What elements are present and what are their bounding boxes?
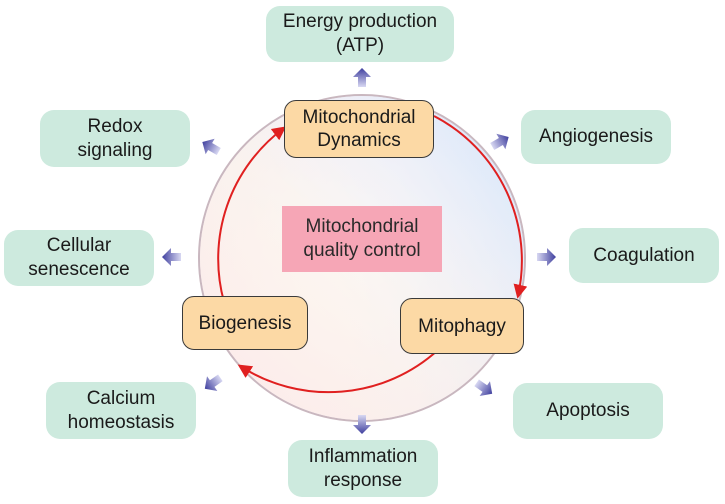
outcome-cellular-senescence: Cellular senescence (4, 230, 154, 286)
outcome-coagulation-label: Coagulation (593, 244, 695, 266)
cycle-arrow-mitophagy-to-biogenesis (237, 349, 439, 394)
outward-arrow-coagulation (537, 248, 556, 266)
outcome-senescence-line1: Cellular (46, 235, 112, 256)
node-dynamics-line1: Mitochondrial (302, 107, 416, 128)
node-mitophagy-label: Mitophagy (418, 315, 506, 337)
outcome-angiogenesis: Angiogenesis (521, 110, 671, 164)
outward-arrow-apoptosis (474, 379, 493, 396)
center-label-line2: quality control (303, 240, 421, 261)
node-dynamics-line2: Dynamics (317, 130, 401, 151)
outcome-senescence-line2: senescence (28, 259, 130, 280)
outward-arrow-inflammation (353, 415, 371, 434)
cycle-arrow-dynamics-to-mitophagy (433, 115, 528, 299)
outcome-energy-line2: (ATP) (335, 35, 385, 56)
node-mitochondrial-dynamics: Mitochondrial Dynamics (284, 100, 434, 158)
outcome-calcium-line1: Calcium (86, 387, 156, 409)
cycle-arrow-biogenesis-to-dynamics (217, 126, 287, 303)
node-biogenesis: Biogenesis (182, 296, 308, 350)
center-label-box: Mitochondrial quality control (282, 206, 442, 272)
outcome-angiogenesis-label: Angiogenesis (538, 126, 654, 147)
outward-arrow-redox (202, 138, 221, 155)
outward-arrow-calcium (204, 374, 223, 391)
outward-arrow-senescence (162, 248, 181, 266)
outcome-calcium-line2: homeostasis (67, 411, 175, 433)
outcome-energy-production: Energy production (ATP) (266, 6, 454, 62)
outcome-redox-line2: signaling (77, 139, 153, 161)
outcome-apoptosis: Apoptosis (513, 383, 663, 439)
outcome-calcium-homeostasis: Calcium homeostasis (46, 382, 196, 439)
outcome-inflammation-line1: Inflammation (308, 445, 418, 467)
outcome-coagulation: Coagulation (569, 228, 719, 283)
outcome-apoptosis-label: Apoptosis (546, 400, 630, 421)
outward-arrow-energy (353, 68, 371, 87)
node-mitophagy: Mitophagy (400, 298, 524, 354)
outcome-redox-signaling: Redox signaling (40, 110, 190, 167)
outcome-inflammation-line2: response (323, 469, 403, 491)
outcome-energy-line1: Energy production (282, 11, 438, 32)
node-biogenesis-label: Biogenesis (198, 312, 292, 334)
outward-arrow-angiogenesis (490, 133, 509, 150)
outcome-redox-line1: Redox (87, 115, 143, 137)
center-label-line1: Mitochondrial (305, 216, 419, 237)
outcome-inflammation-response: Inflammation response (288, 440, 438, 497)
